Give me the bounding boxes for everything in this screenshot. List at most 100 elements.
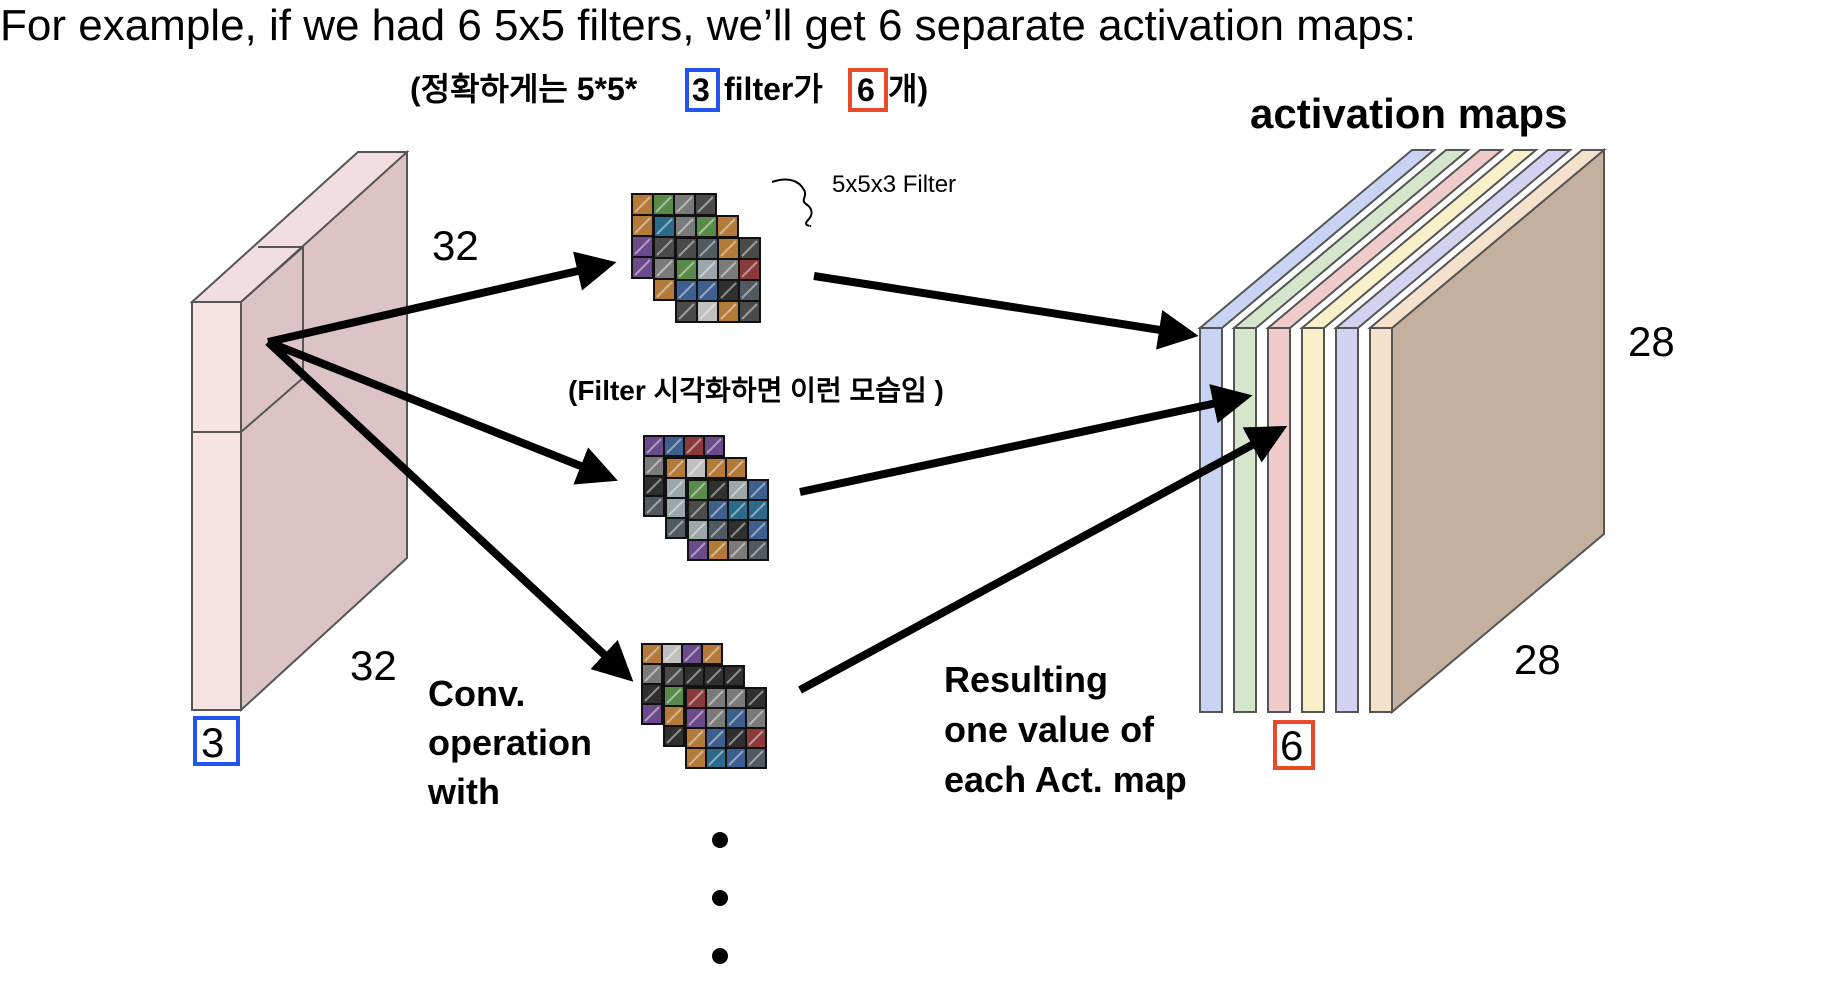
filter-tile — [687, 729, 705, 747]
filter-tile — [643, 685, 661, 703]
filter-tile — [677, 239, 696, 258]
filter-tile-stroke — [666, 668, 682, 684]
filter-tile-stroke — [644, 706, 660, 722]
filter-tile — [655, 217, 674, 236]
filter-tile — [655, 238, 674, 257]
filter-tile-stroke — [699, 240, 716, 257]
filter-tile-stroke — [666, 728, 682, 744]
filter-tile-stroke — [741, 303, 758, 320]
filter-tile-stroke — [686, 438, 702, 454]
filter-tile-stroke — [690, 502, 706, 518]
filter-tile-stroke — [688, 460, 704, 476]
filter-tile — [655, 259, 674, 278]
filter-tile — [719, 260, 738, 279]
filter-tile — [727, 689, 745, 707]
filter-tile-stroke — [690, 542, 706, 558]
act-count-label: 6 — [1280, 722, 1303, 769]
filter-tile — [683, 645, 701, 663]
filter-tile-stroke — [750, 522, 766, 538]
activation-map-slice-6 — [1367, 149, 1607, 713]
filter-tile-stroke — [748, 730, 764, 746]
filter-tile — [645, 457, 663, 475]
filter-tile-stroke — [699, 261, 716, 278]
arrow-filter-1-to-maps — [813, 272, 1199, 350]
filter-tile-stroke — [690, 482, 706, 498]
filter-tile — [665, 667, 683, 685]
filter-tile — [633, 195, 652, 214]
filter-tile — [709, 521, 727, 539]
filter-tile — [747, 749, 765, 767]
filter-tile-stroke — [706, 668, 722, 684]
filter-tile — [687, 689, 705, 707]
filter-tile — [689, 521, 707, 539]
filter-tile — [729, 481, 747, 499]
activation-map-slice-4 — [1299, 149, 1539, 713]
filter-tile — [655, 280, 674, 299]
note-suffix: 개) — [888, 71, 928, 107]
filter-tile — [719, 239, 738, 258]
filter-tile-stroke — [688, 690, 704, 706]
filter-tile-stroke — [698, 218, 715, 235]
arrows — [265, 251, 1288, 694]
filter-tile-stroke — [684, 646, 700, 662]
filter-grid — [687, 479, 769, 561]
conv-label-line-2: operation — [428, 722, 592, 763]
activation-map-slice-5 — [1333, 149, 1573, 713]
filter-tile — [685, 437, 703, 455]
filter-tile-stroke — [656, 239, 673, 256]
result-label: Resulting one value of each Act. map — [944, 659, 1187, 800]
input-width-label: 32 — [432, 222, 479, 269]
result-label-line-3: each Act. map — [944, 759, 1187, 800]
filter-tile — [663, 645, 681, 663]
filter-tile — [687, 749, 705, 767]
filter-tile — [698, 260, 717, 279]
filter-tile-stroke — [634, 259, 651, 276]
filter-tile — [665, 727, 683, 745]
ellipsis-dots — [712, 832, 728, 964]
act-height-label: 28 — [1628, 318, 1675, 365]
filter-tile-stroke — [688, 710, 704, 726]
filter-tile-stroke — [720, 261, 737, 278]
filter-tile — [740, 260, 759, 279]
note-prefix: (정확하게는 5*5* — [410, 71, 638, 107]
filter-tile-stroke — [664, 646, 680, 662]
note-channels-box — [685, 68, 720, 112]
filter-tile-stroke — [666, 688, 682, 704]
filter-tile — [749, 521, 767, 539]
filter-tile-stroke — [720, 282, 737, 299]
result-label-line-1: Resulting — [944, 659, 1108, 700]
filter-tile-stroke — [688, 750, 704, 766]
arrow-filter-2-to-maps — [799, 384, 1253, 496]
filter-size-label: 5x5x3 Filter — [832, 171, 956, 198]
filter-tile — [740, 302, 759, 321]
filter-tile — [643, 665, 661, 683]
act-width-label: 28 — [1514, 636, 1561, 683]
filter-tile — [709, 481, 727, 499]
filter-tile-stroke — [677, 218, 694, 235]
filter-tile — [667, 479, 685, 497]
filter-stacks — [631, 193, 769, 769]
filter-tile-stroke — [644, 666, 660, 682]
filter-tile-stroke — [748, 710, 764, 726]
note-count-box — [848, 68, 888, 112]
filter-tile-stroke — [728, 750, 744, 766]
filter-tile — [747, 689, 765, 707]
filter-tile-stroke — [678, 303, 695, 320]
activation-map-front — [1233, 327, 1257, 713]
filter-tile — [689, 501, 707, 519]
page-title: For example, if we had 6 5x5 filters, we… — [0, 1, 1416, 50]
korean-note: (정확하게는 5*5* 3 filter가 6 개) — [410, 68, 928, 112]
filter-tile — [749, 481, 767, 499]
filter-tile — [698, 302, 717, 321]
filter-tile — [740, 281, 759, 300]
filter-tile — [633, 258, 652, 277]
filter-tile — [696, 195, 715, 214]
activation-map-front — [1335, 327, 1359, 713]
filter-tile — [729, 501, 747, 519]
filter-tile — [729, 541, 747, 559]
filter-tile — [698, 239, 717, 258]
filter-visualization-note: (Filter 시각화하면 이런 모습임 ) — [568, 375, 944, 406]
filter-tile-stroke — [706, 438, 722, 454]
filter-tile — [643, 705, 661, 723]
